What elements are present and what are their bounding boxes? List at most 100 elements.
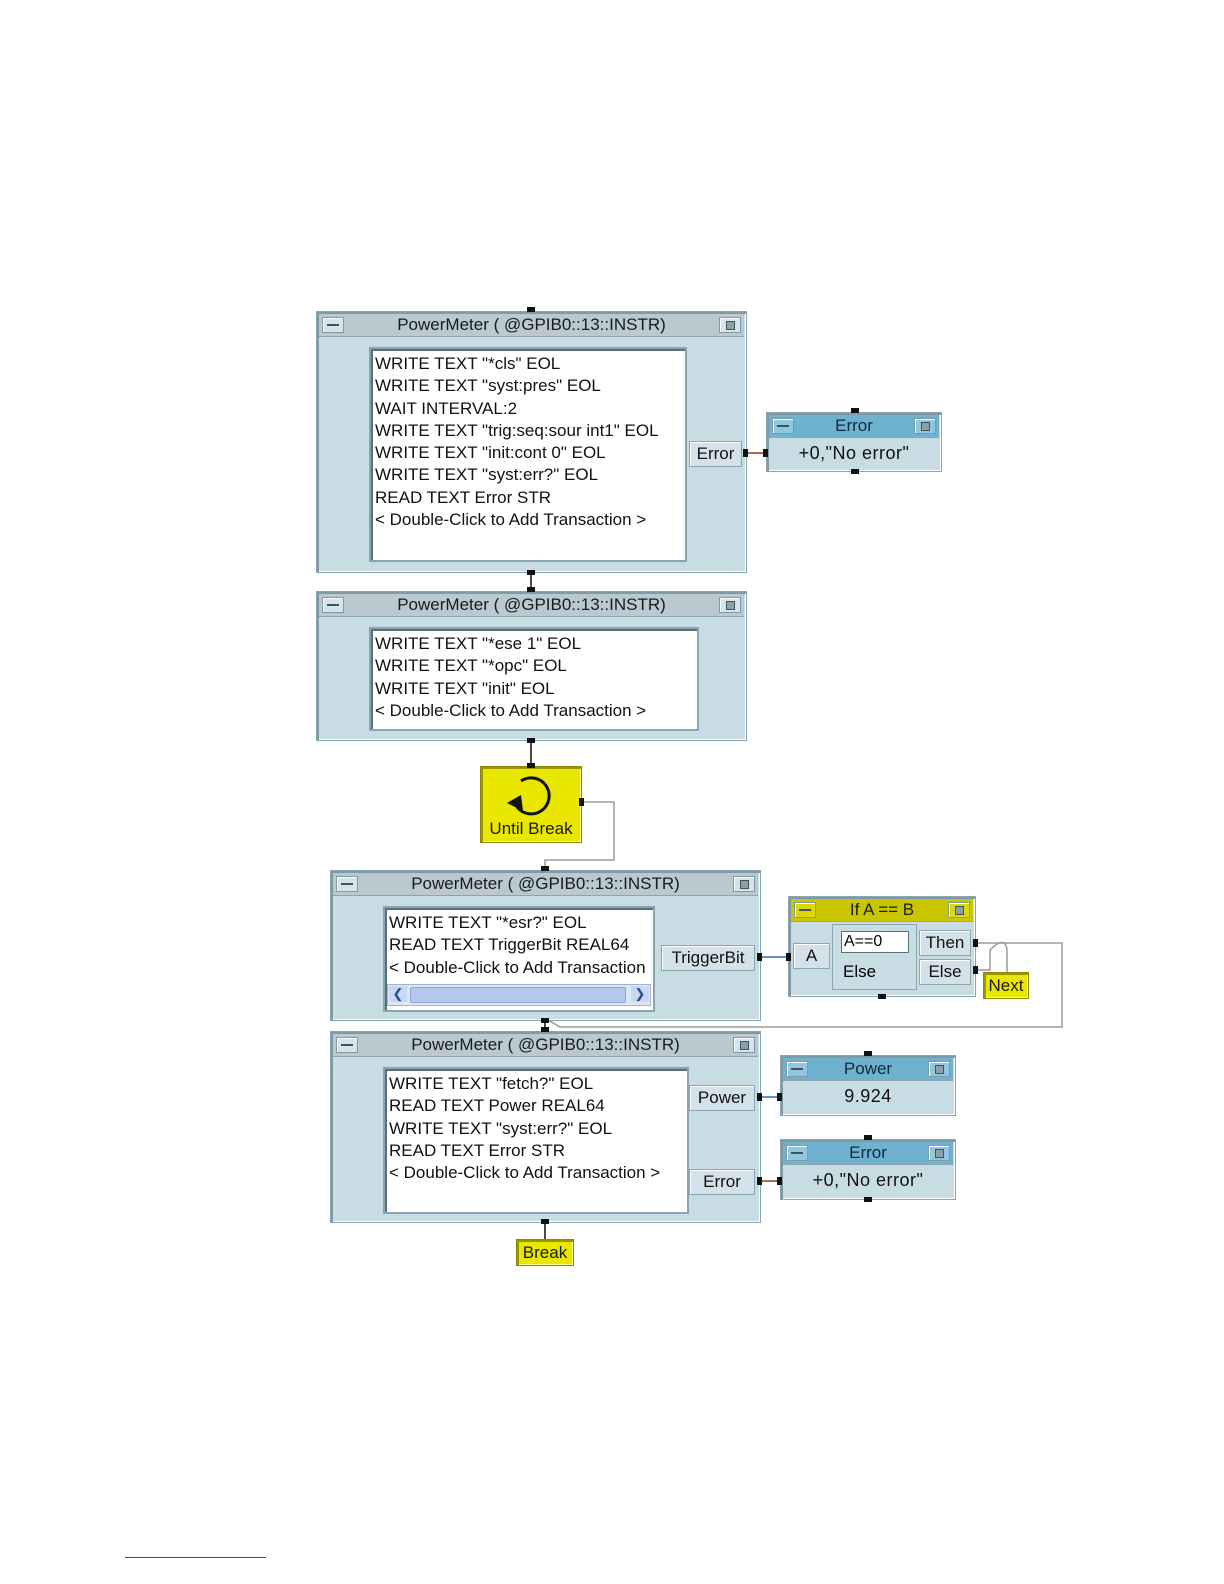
power-value: 9.924 <box>785 1083 951 1109</box>
if-a-equals-b-object[interactable]: If A == B A A==0 Else Then Else <box>788 896 976 997</box>
horizontal-scrollbar[interactable]: ❮ ❯ <box>387 984 651 1006</box>
powermeter-1-titlebar[interactable]: PowerMeter ( @GPIB0::13::INSTR) <box>319 314 744 337</box>
seq-out-pin <box>851 469 859 474</box>
transaction-row[interactable]: WRITE TEXT "fetch?" EOL <box>389 1074 594 1093</box>
transaction-row[interactable]: WRITE TEXT "*opc" EOL <box>375 656 567 676</box>
powermeter-object-4[interactable]: PowerMeter ( @GPIB0::13::INSTR) WRITE TE… <box>330 1031 761 1223</box>
next-button[interactable]: Next <box>983 972 1029 999</box>
transaction-row[interactable]: WRITE TEXT "syst:err?" EOL <box>375 465 599 485</box>
transaction-list-2[interactable]: WRITE TEXT "*ese 1" EOL WRITE TEXT "*opc… <box>369 627 699 731</box>
until-break-loop[interactable]: Until Break <box>480 766 582 843</box>
seq-in-pin <box>527 307 535 312</box>
transaction-row[interactable]: WRITE TEXT "syst:pres" EOL <box>375 376 601 396</box>
menu-button[interactable] <box>928 1061 950 1077</box>
menu-button[interactable] <box>719 597 741 613</box>
seq-in-pin <box>864 1135 872 1140</box>
transaction-row[interactable]: WRITE TEXT "*ese 1" EOL <box>375 634 582 653</box>
powermeter-object-3[interactable]: PowerMeter ( @GPIB0::13::INSTR) WRITE TE… <box>330 870 761 1021</box>
minimize-button[interactable] <box>322 597 344 613</box>
data-in-pin <box>763 449 768 457</box>
powermeter-4-titlebar[interactable]: PowerMeter ( @GPIB0::13::INSTR) <box>333 1034 758 1057</box>
output-pin-error[interactable]: Error <box>689 441 742 467</box>
break-object[interactable]: Break <box>516 1239 574 1266</box>
seq-out-pin <box>527 570 535 575</box>
then-wire-next <box>547 942 1063 1028</box>
menu-button[interactable] <box>733 876 755 892</box>
powermeter-2-titlebar[interactable]: PowerMeter ( @GPIB0::13::INSTR) <box>319 594 744 617</box>
transaction-row[interactable]: READ TEXT Error STR <box>389 1140 566 1160</box>
seq-in-pin <box>851 408 859 413</box>
transaction-row[interactable]: WRITE TEXT "syst:err?" EOL <box>389 1118 613 1138</box>
output-pin-power[interactable]: Power <box>689 1085 755 1111</box>
data-out-pin <box>757 1177 762 1185</box>
power-display[interactable]: Power 9.924 <box>780 1055 956 1116</box>
transaction-row[interactable]: WRITE TEXT "*cls" EOL <box>375 354 561 373</box>
data-in-pin <box>777 1177 782 1185</box>
error-display-2[interactable]: Error +0,"No error" <box>780 1139 956 1200</box>
menu-button[interactable] <box>719 317 741 333</box>
powermeter-3-titlebar[interactable]: PowerMeter ( @GPIB0::13::INSTR) <box>333 873 758 896</box>
loop-arrow-icon <box>507 776 551 816</box>
seq-in-pin <box>541 866 549 871</box>
minimize-button[interactable] <box>336 876 358 892</box>
menu-button[interactable] <box>914 418 936 434</box>
transaction-row[interactable]: READ TEXT TriggerBit REAL64 <box>389 935 630 955</box>
minimize-button[interactable] <box>794 902 816 918</box>
transaction-list-3[interactable]: WRITE TEXT "*esr?" EOL READ TEXT Trigger… <box>383 906 655 1012</box>
else-label: Else <box>843 962 877 981</box>
add-transaction-row[interactable]: < Double-Click to Add Transaction > <box>375 510 647 530</box>
transaction-row[interactable]: WRITE TEXT "trig:seq:sour int1" EOL <box>375 420 659 440</box>
transaction-list-1[interactable]: WRITE TEXT "*cls" EOL WRITE TEXT "syst:p… <box>369 347 687 562</box>
output-pin-else[interactable]: Else <box>919 959 971 985</box>
else-wire-next <box>975 941 1008 972</box>
scroll-thumb[interactable] <box>410 987 626 1003</box>
add-transaction-row[interactable]: < Double-Click to Add Transaction > <box>389 1163 661 1183</box>
add-transaction-row[interactable]: < Double-Click to Add Transaction <box>389 957 646 977</box>
minimize-button[interactable] <box>772 418 794 434</box>
error-display-2-title: Error <box>849 1143 887 1162</box>
output-pin-then[interactable]: Then <box>919 930 971 956</box>
error-display-1[interactable]: Error +0,"No error" <box>766 412 942 472</box>
loop-out-pin <box>579 798 584 806</box>
scroll-left-icon[interactable]: ❮ <box>389 986 407 1002</box>
powermeter-3-title: PowerMeter ( @GPIB0::13::INSTR) <box>411 874 680 893</box>
transaction-row[interactable]: READ TEXT Power REAL64 <box>389 1096 605 1116</box>
minimize-button[interactable] <box>322 317 344 333</box>
add-transaction-row[interactable]: < Double-Click to Add Transaction > <box>375 700 647 720</box>
error-value-1: +0,"No error" <box>771 440 937 466</box>
power-display-titlebar[interactable]: Power <box>783 1058 953 1081</box>
transaction-row[interactable]: WRITE TEXT "init:cont 0" EOL <box>375 443 606 463</box>
powermeter-object-1[interactable]: PowerMeter ( @GPIB0::13::INSTR) WRITE TE… <box>316 311 747 573</box>
transaction-row[interactable]: WAIT INTERVAL:2 <box>375 398 518 418</box>
seq-in-pin <box>541 1027 549 1032</box>
transaction-list-4[interactable]: WRITE TEXT "fetch?" EOL READ TEXT Power … <box>383 1067 689 1214</box>
if-titlebar[interactable]: If A == B <box>791 899 973 922</box>
minimize-button[interactable] <box>786 1061 808 1077</box>
error-display-1-titlebar[interactable]: Error <box>769 415 939 438</box>
minimize-button[interactable] <box>786 1145 808 1161</box>
transaction-row[interactable]: READ TEXT Error STR <box>375 487 552 507</box>
input-pin-a[interactable]: A <box>793 943 830 969</box>
menu-button[interactable] <box>733 1037 755 1053</box>
minimize-button[interactable] <box>336 1037 358 1053</box>
output-pin-error[interactable]: Error <box>689 1169 755 1195</box>
transaction-row[interactable]: WRITE TEXT "init" EOL <box>375 678 555 698</box>
footnote-rule <box>125 1557 266 1558</box>
powermeter-object-2[interactable]: PowerMeter ( @GPIB0::13::INSTR) WRITE TE… <box>316 591 747 741</box>
menu-button[interactable] <box>948 902 970 918</box>
menu-button[interactable] <box>928 1145 950 1161</box>
seq-out-pin <box>864 1197 872 1202</box>
error-display-2-titlebar[interactable]: Error <box>783 1142 953 1165</box>
data-in-pin <box>786 953 791 961</box>
power-display-title: Power <box>843 1059 893 1078</box>
data-in-pin <box>777 1093 782 1101</box>
condition-panel: A==0 Else <box>832 924 917 990</box>
output-pin-triggerbit[interactable]: TriggerBit <box>661 945 755 971</box>
condition-input[interactable]: A==0 <box>841 931 909 953</box>
scroll-right-icon[interactable]: ❯ <box>631 986 649 1002</box>
until-break-label: Until Break <box>489 819 573 838</box>
seq-in-pin <box>527 587 535 592</box>
transaction-row[interactable]: WRITE TEXT "*esr?" EOL <box>389 913 587 932</box>
seq-out-pin <box>878 994 886 999</box>
data-out-pin <box>757 1093 762 1101</box>
